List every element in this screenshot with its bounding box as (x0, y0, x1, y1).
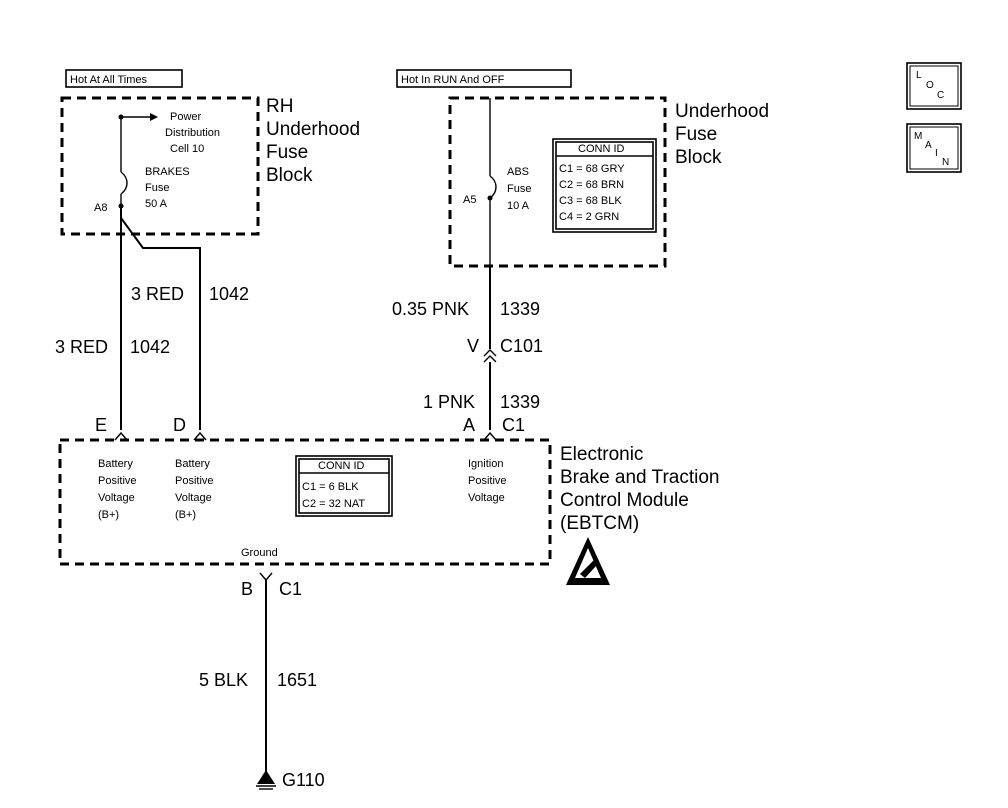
underhood-conn-id-title: CONN ID (578, 143, 625, 155)
underhood-fuse-block-title-1: Underhood (675, 101, 769, 122)
brakes-fuse-label-2: Fuse (145, 182, 169, 194)
splice-dot-icon (118, 114, 124, 120)
underhood-fuse-block-outline (448, 96, 667, 268)
underhood-conn-id-line-3: C3 = 68 BLK (559, 195, 622, 207)
wire-red-left-circuit: 1042 (130, 337, 170, 357)
wire-blk-circuit: 1651 (277, 670, 317, 690)
ground-g110-icon (256, 770, 276, 790)
battery-e-line-2: Positive (98, 475, 137, 487)
wire-red-left-gauge: 3 RED (55, 337, 108, 357)
c101-connector-label: C101 (500, 336, 543, 356)
brakes-fuse-icon (120, 171, 128, 195)
underhood-fuse-block: Underhood Fuse Block ABS Fuse 10 A A5 CO… (448, 96, 769, 268)
abs-fuse-icon (489, 175, 497, 199)
battery-e-line-3: Voltage (98, 492, 135, 504)
rh-fuse-block: RH Underhood Fuse Block Power Distributi… (60, 96, 360, 236)
abs-fuse-label-2: Fuse (507, 183, 531, 195)
pin-d-icon (193, 431, 207, 441)
abs-fuse-label-3: 10 A (507, 200, 530, 212)
rh-fuse-block-title-2: Underhood (266, 119, 360, 140)
wire-red-top-circuit: 1042 (209, 284, 249, 304)
underhood-conn-id-line-4: C4 = 2 GRN (559, 211, 619, 223)
rh-fuse-block-title-4: Block (266, 165, 313, 186)
loc-letter-1: L (916, 70, 922, 81)
pin-a-label: A (463, 415, 475, 435)
pin-a-icon (483, 431, 497, 441)
ebtcm-outline (58, 438, 552, 566)
wire-red-top-gauge: 3 RED (131, 284, 184, 304)
hot-at-all-times-label: Hot At All Times (70, 74, 148, 86)
pin-d-label: D (173, 415, 186, 435)
loc-letter-2: O (926, 80, 934, 91)
pin-a-connector: C1 (502, 415, 525, 435)
rh-fuse-block-title-1: RH (266, 96, 293, 117)
main-letter-4: N (942, 157, 949, 168)
ebtcm-title-4: (EBTCM) (560, 513, 639, 534)
underhood-fuse-block-title-2: Fuse (675, 124, 717, 145)
wire-blk-gauge: 5 BLK (199, 670, 248, 690)
ebtcm-title-1: Electronic (560, 444, 643, 465)
underhood-conn-id-line-1: C1 = 68 GRY (559, 163, 625, 175)
ebtcm-conn-id-box: CONN ID C1 = 6 BLK C2 = 32 NAT (295, 455, 393, 517)
battery-d-line-2: Positive (175, 475, 214, 487)
ignition-line-3: Voltage (468, 492, 505, 504)
rh-fuse-block-outline (60, 96, 260, 236)
main-letter-2: A (925, 140, 932, 151)
brakes-fuse-label-3: 50 A (145, 198, 168, 210)
power-dist-arrow-icon (150, 113, 158, 121)
battery-d-line-4: (B+) (175, 509, 196, 521)
battery-e-line-4: (B+) (98, 509, 119, 521)
pin-b-connector: C1 (279, 579, 302, 599)
brakes-fuse-pin: A8 (94, 202, 107, 214)
battery-d-line-1: Battery (175, 458, 210, 470)
loc-button[interactable]: L O C (906, 62, 962, 110)
pin-b-icon (259, 572, 273, 582)
ebtcm-title-2: Brake and Traction (560, 467, 719, 488)
underhood-conn-id-box: CONN ID C1 = 68 GRY C2 = 68 BRN C3 = 68 … (552, 138, 657, 233)
pin-e-label: E (95, 415, 107, 435)
ignition-line-2: Positive (468, 475, 507, 487)
ebtcm-conn-id-line-2: C2 = 32 NAT (302, 498, 365, 510)
ebtcm-ground-label: Ground (241, 547, 278, 559)
wire-pnk-top-circuit: 1339 (500, 299, 540, 319)
ebtcm-title-3: Control Module (560, 490, 689, 511)
underhood-conn-id-line-2: C2 = 68 BRN (559, 179, 624, 191)
main-letter-3: I (935, 148, 938, 159)
underhood-fuse-block-title-3: Block (675, 147, 722, 168)
wire-pnk-bottom-gauge: 1 PNK (423, 392, 475, 412)
c101-pin-label: V (467, 336, 479, 356)
power-dist-label-2: Distribution (165, 127, 220, 139)
pin-b-label: B (241, 579, 253, 599)
loc-letter-3: C (937, 90, 944, 101)
rh-fuse-block-title-3: Fuse (266, 142, 308, 163)
power-dist-label-1: Power (170, 111, 202, 123)
ebtcm-conn-id-line-1: C1 = 6 BLK (302, 481, 359, 493)
ebtcm-conn-id-title: CONN ID (318, 460, 365, 472)
hot-in-run-off-label: Hot In RUN And OFF (401, 74, 505, 86)
hot-at-all-times-tag: Hot At All Times (65, 69, 183, 88)
abs-fuse-pin: A5 (463, 194, 476, 206)
power-dist-label-3: Cell 10 (170, 143, 204, 155)
esd-warning-icon (566, 537, 610, 585)
main-button[interactable]: M A I N (906, 123, 962, 173)
pin-e-icon (114, 431, 128, 441)
battery-e-line-1: Battery (98, 458, 133, 470)
wire-red-d (120, 206, 201, 430)
ignition-line-1: Ignition (468, 458, 503, 470)
abs-fuse-label-1: ABS (507, 166, 529, 178)
brakes-fuse-label-1: BRAKES (145, 166, 190, 178)
main-letter-1: M (914, 131, 922, 142)
wire-pnk-top-gauge: 0.35 PNK (392, 299, 469, 319)
hot-in-run-off-tag: Hot In RUN And OFF (396, 69, 572, 88)
ground-g110-label: G110 (282, 770, 325, 790)
ebtcm-module: E D A C1 Battery Positive Voltage (B+) B… (58, 415, 719, 585)
battery-d-line-3: Voltage (175, 492, 212, 504)
connector-c101-icon (483, 349, 497, 363)
wire-pnk-bottom-circuit: 1339 (500, 392, 540, 412)
